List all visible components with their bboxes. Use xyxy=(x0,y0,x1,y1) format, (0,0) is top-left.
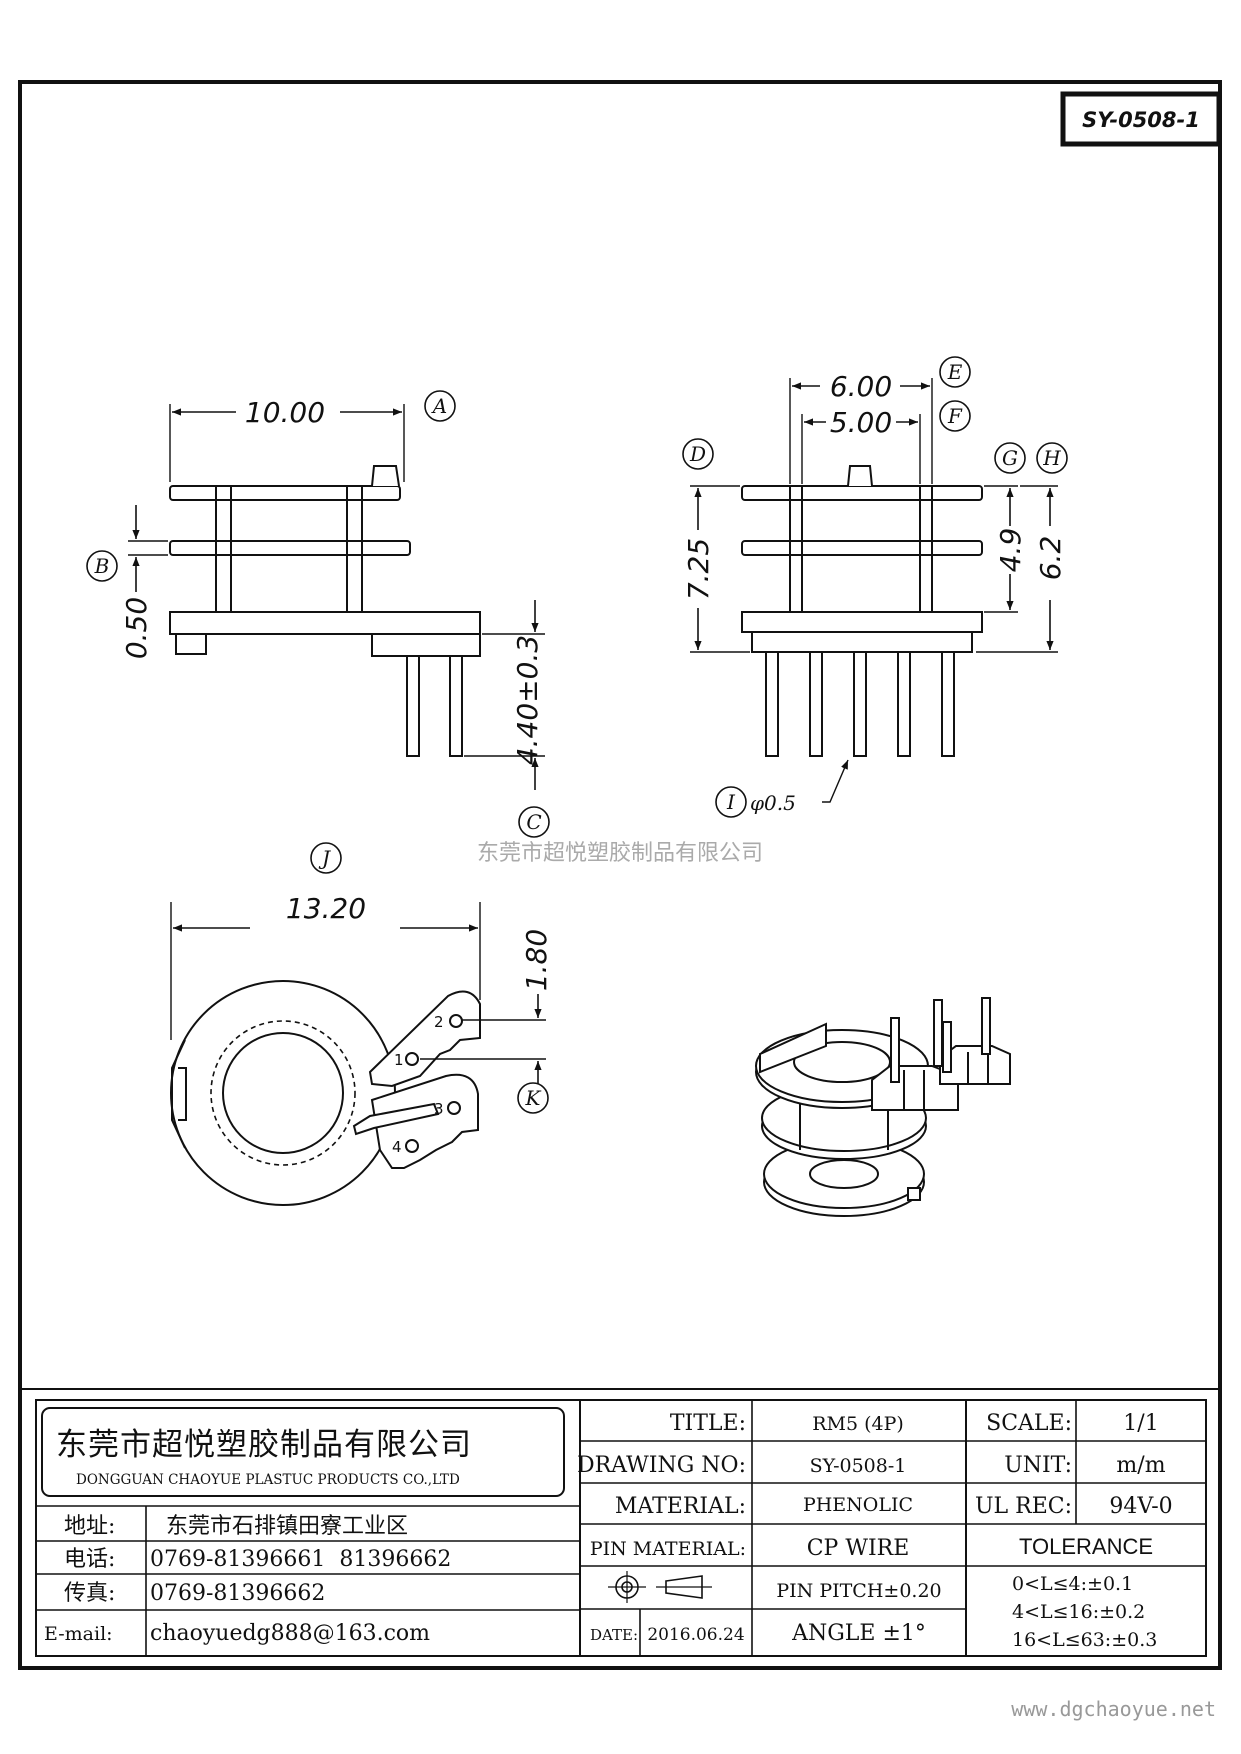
pin-number-3: 3 xyxy=(434,1100,444,1118)
unit-label: UNIT: xyxy=(1004,1453,1072,1478)
tolerance-range-2: 4<L≤16:±0.2 xyxy=(1012,1601,1145,1623)
address-value: 东莞市石排镇田寮工业区 xyxy=(166,1514,408,1539)
callout-a-label: A xyxy=(431,394,447,418)
watermark: 东莞市超悦塑胶制品有限公司 xyxy=(477,841,763,866)
front-view xyxy=(690,378,1058,803)
ul-rec-label: UL REC: xyxy=(975,1494,1072,1519)
callout-markers xyxy=(86,356,1068,1114)
pin-material-label: PIN MATERIAL: xyxy=(590,1538,746,1560)
dim-a-width: 10.00 xyxy=(245,396,325,429)
callout-i xyxy=(715,786,747,818)
callout-g xyxy=(994,442,1026,474)
title-value: RM5 (4P) xyxy=(812,1413,904,1435)
dim-j-diameter: 13.20 xyxy=(286,892,366,925)
callout-c xyxy=(518,806,550,838)
dim-b-gap: 0.50 xyxy=(120,597,153,659)
email-label: E-mail: xyxy=(44,1623,113,1645)
callout-k xyxy=(517,1082,549,1114)
scale-label: SCALE: xyxy=(986,1411,1072,1436)
drawing-code-box: SY-0508-1 xyxy=(1060,91,1222,147)
dim-k-offset: 1.80 xyxy=(520,929,553,991)
callout-e xyxy=(939,356,971,388)
date-label: DATE: xyxy=(590,1626,638,1644)
angle-tolerance: ANGLE ±1° xyxy=(791,1621,926,1646)
callout-b xyxy=(86,550,118,582)
callout-b-label: B xyxy=(94,554,110,578)
callout-j xyxy=(310,842,342,874)
drawing-frame xyxy=(18,80,1222,1670)
phone-label: 电话: xyxy=(64,1547,115,1572)
material-label: MATERIAL: xyxy=(615,1494,746,1519)
title-block xyxy=(20,1388,1220,1657)
callout-i-label: I xyxy=(726,790,736,814)
callout-k-label: K xyxy=(525,1086,542,1110)
callout-f-label: F xyxy=(947,404,963,428)
pin-number-1: 1 xyxy=(394,1051,404,1069)
dim-c-pin-length: 4.40±0.3 xyxy=(511,635,544,765)
callout-a xyxy=(424,390,456,422)
dim-d-height: 7.25 xyxy=(682,538,715,600)
address-label: 地址: xyxy=(64,1514,115,1539)
side-view xyxy=(128,404,545,790)
callout-d xyxy=(682,438,714,470)
dim-e-outer-pitch: 6.00 xyxy=(830,370,892,403)
company-name-cn: 东莞市超悦塑胶制品有限公司 xyxy=(56,1427,472,1463)
callout-j-label: J xyxy=(318,846,331,870)
callout-g-label: G xyxy=(1002,446,1018,470)
tolerance-label: TOLERANCE xyxy=(1019,1534,1153,1559)
unit-value: m/m xyxy=(1116,1453,1165,1478)
dim-g-winding: 4.9 xyxy=(994,528,1027,573)
date-value: 2016.06.24 xyxy=(647,1625,744,1645)
scale-value: 1/1 xyxy=(1123,1411,1158,1436)
tolerance-range-3: 16<L≤63:±0.3 xyxy=(1012,1629,1157,1651)
ul-rec-value: 94V-0 xyxy=(1109,1494,1172,1519)
tolerance-range-1: 0<L≤4:±0.1 xyxy=(1012,1573,1133,1595)
drawing-no-value: SY-0508-1 xyxy=(810,1455,907,1477)
pin-material-value: CP WIRE xyxy=(807,1536,910,1561)
drawing-code: SY-0508-1 xyxy=(1082,108,1200,132)
isometric-view xyxy=(755,997,1011,1217)
callout-h-label: H xyxy=(1042,446,1061,470)
fax-label: 传真: xyxy=(64,1581,115,1606)
drawing-no-label: DRAWING NO: xyxy=(577,1453,746,1478)
dim-i-pin-dia: φ0.5 xyxy=(750,791,796,815)
callout-letters: A B C D E F G H I J K xyxy=(94,360,1062,1110)
dim-h-height: 6.2 xyxy=(1034,536,1067,581)
company-name-en: DONGGUAN CHAOYUE PLASTUC PRODUCTS CO.,LT… xyxy=(76,1472,460,1488)
fax-value: 0769-81396662 xyxy=(150,1581,325,1606)
pin-pitch: PIN PITCH±0.20 xyxy=(776,1580,941,1602)
phone-value: 0769-81396661 81396662 xyxy=(150,1547,451,1572)
callout-c-label: C xyxy=(526,810,541,834)
material-value: PHENOLIC xyxy=(803,1494,913,1516)
title-label: TITLE: xyxy=(670,1411,746,1436)
callout-h xyxy=(1036,442,1068,474)
pin-number-2: 2 xyxy=(434,1013,444,1031)
callout-f xyxy=(939,400,971,432)
bottom-view xyxy=(170,902,546,1206)
email-value: chaoyuedg888@163.com xyxy=(150,1621,430,1646)
pin-number-4: 4 xyxy=(392,1138,402,1156)
callout-d-label: D xyxy=(689,442,706,466)
website-url: www.dgchaoyue.net xyxy=(1011,1697,1216,1721)
callout-e-label: E xyxy=(947,360,963,384)
dim-f-inner-pitch: 5.00 xyxy=(830,406,892,439)
